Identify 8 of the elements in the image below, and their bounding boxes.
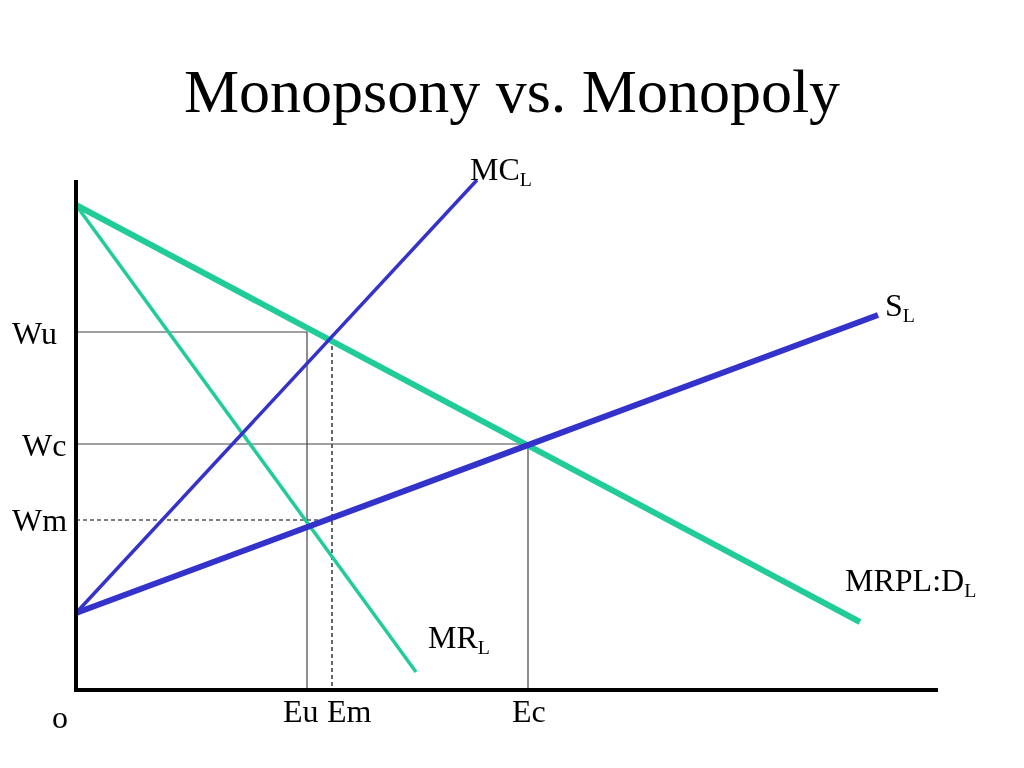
wage-label: Wu bbox=[12, 317, 57, 349]
employment-label: Eu bbox=[283, 695, 319, 727]
wage-label: Wc bbox=[22, 429, 67, 461]
employment-label: Ec bbox=[512, 695, 546, 727]
curve-label: MC$_{L}$ bbox=[470, 153, 532, 185]
origin-label: o bbox=[52, 701, 68, 733]
wage-label: Wm bbox=[12, 504, 68, 536]
employment-label: Em bbox=[327, 695, 372, 727]
